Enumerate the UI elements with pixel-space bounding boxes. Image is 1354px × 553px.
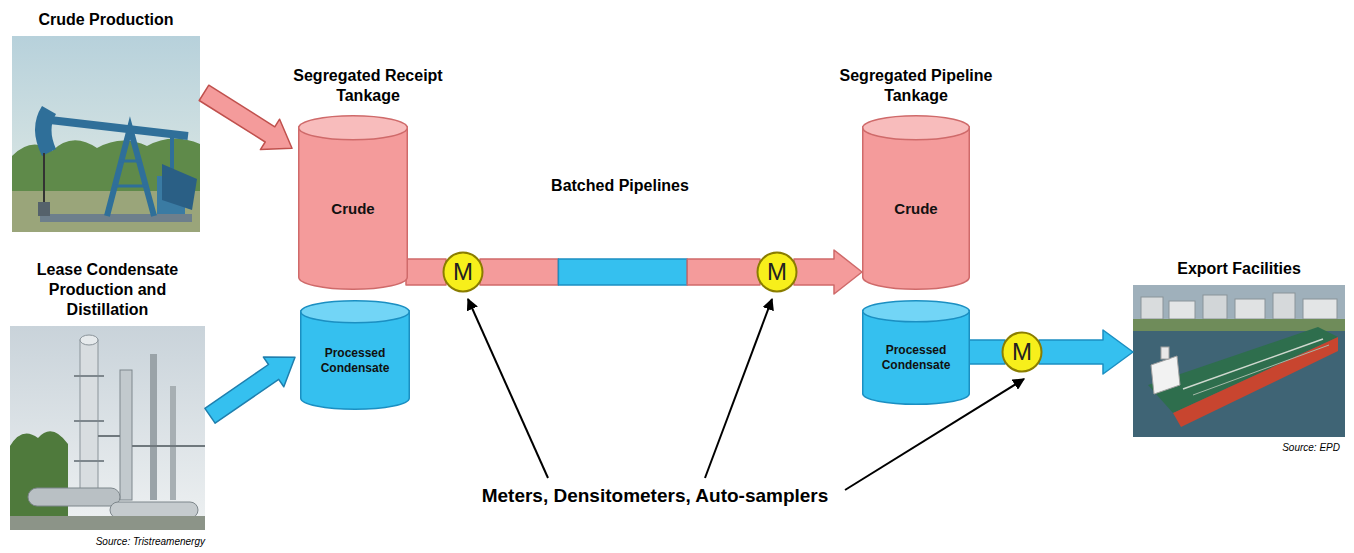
meter-circle — [444, 253, 483, 292]
photo-heading: Crude Production — [6, 10, 206, 30]
callout-label: Meters, Densitometers, Auto-samplers — [455, 484, 855, 508]
meter-text-area: M — [442, 251, 484, 293]
flow-arrow — [199, 85, 292, 149]
group-heading: Segregated Pipeline Tankage — [821, 66, 1011, 106]
tank-text-area: Crude — [298, 139, 408, 278]
meter-letter: M — [453, 260, 473, 284]
meter-symbol: M — [1001, 331, 1043, 373]
tank-body — [299, 127, 408, 289]
tank-top — [299, 116, 408, 140]
photo-heading: Export Facilities — [1133, 259, 1345, 279]
pipeline — [406, 259, 446, 285]
tank-label: Crude — [894, 200, 937, 218]
tank-text-area: Processed Condensate — [300, 322, 410, 399]
pipeline-batch — [480, 259, 558, 285]
meter-text-area: M — [756, 251, 798, 293]
batched-pipeline — [480, 259, 760, 285]
meter-symbol: M — [756, 251, 798, 293]
storage-tank: Processed Condensate — [862, 300, 970, 405]
arrow-body — [205, 357, 295, 423]
arrow-body — [1039, 330, 1133, 374]
arrow-body — [199, 85, 292, 149]
meter-text-area: M — [1001, 331, 1043, 373]
tank-top — [301, 301, 410, 323]
tank-text-area: Processed Condensate — [862, 321, 970, 395]
meter-symbol: M — [442, 251, 484, 293]
meter-circle — [1003, 333, 1042, 372]
tank-label: Processed Condensate — [307, 346, 403, 375]
flow-arrow — [205, 357, 295, 423]
source-note: Source: Tristreamenergy — [30, 535, 205, 548]
meter-letter: M — [767, 260, 787, 284]
pipeline-batch — [687, 259, 760, 285]
arrow-body — [406, 259, 446, 285]
pipeline-label: Batched Pipelines — [530, 176, 710, 196]
group-heading: Segregated Receipt Tankage — [273, 66, 463, 106]
leader-arrow — [468, 299, 548, 478]
storage-tank: Crude — [298, 115, 408, 290]
plant-photo — [10, 326, 205, 530]
storage-tank: Processed Condensate — [300, 300, 410, 410]
pipeline-batch — [558, 259, 687, 285]
storage-tank: Crude — [862, 115, 970, 290]
arrow-body — [968, 340, 1005, 364]
photo-heading: Lease Condensate Production and Distilla… — [8, 260, 208, 320]
meter-letter: M — [1012, 340, 1032, 364]
tank-body — [301, 311, 410, 409]
tank-top — [863, 116, 970, 140]
meter-circle — [758, 253, 797, 292]
tank-label: Processed Condensate — [869, 343, 963, 372]
pipeline — [968, 340, 1005, 364]
leader-arrow — [705, 299, 772, 478]
tank-top — [863, 301, 970, 322]
pipeline — [1039, 330, 1133, 374]
photo-frame: Export Facilities — [1133, 285, 1345, 437]
source-note: Source: EPD — [1200, 441, 1340, 454]
photo-frame: Crude Production — [12, 36, 200, 232]
arrow-body — [794, 250, 862, 294]
tank-text-area: Crude — [862, 139, 970, 278]
tanker-photo — [1133, 285, 1345, 437]
tank-label: Crude — [331, 200, 374, 218]
photo-frame: Lease Condensate Production and Distilla… — [10, 326, 205, 530]
tank-body — [863, 127, 970, 289]
pumpjack-photo — [12, 36, 200, 232]
pipeline — [794, 250, 862, 294]
tank-body — [863, 311, 970, 405]
